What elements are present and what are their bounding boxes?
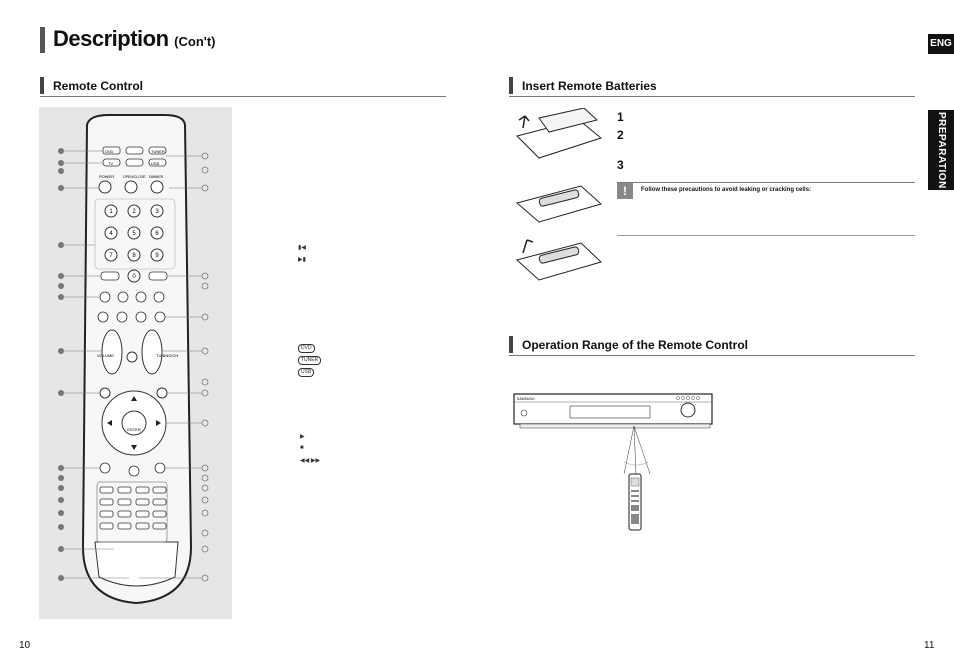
page-number-left: 10	[19, 640, 31, 651]
title-accent-bar	[40, 27, 45, 53]
section-accent-bar	[509, 336, 513, 353]
legend-usb-aux-icon: USB	[298, 368, 316, 377]
remote-label-power: POWER	[99, 174, 114, 179]
legend-dvd-icon: DVD	[298, 344, 317, 353]
precaution-divider-bottom	[617, 235, 915, 236]
section-accent-bar	[40, 77, 44, 94]
section-title-insert-batteries: Insert Remote Batteries	[522, 79, 657, 93]
remote-key-5: 5	[132, 231, 136, 237]
warning-icon: !	[617, 183, 633, 199]
remote-key-7: 7	[109, 253, 113, 259]
section-divider	[509, 96, 915, 97]
remote-key-tuner: TUNER	[151, 149, 165, 154]
legend-search-icon: ◀◀ ▶▶	[300, 458, 321, 464]
section-title-operation-range: Operation Range of the Remote Control	[522, 338, 749, 352]
remote-key-dvd: DVD	[105, 149, 114, 154]
operation-range-illustration: SAMSUNG	[513, 393, 713, 531]
section-divider	[40, 96, 446, 97]
legend-play-pause-icon: ▶	[300, 434, 305, 440]
legend-skip-forward-icon: ▶▮	[298, 257, 306, 263]
section-divider	[509, 355, 915, 356]
page-number-right: 11	[924, 640, 935, 651]
section-title-remote-control: Remote Control	[53, 79, 143, 93]
preparation-tab: PREPARATION	[928, 110, 954, 190]
precaution-divider-top	[617, 182, 915, 183]
remote-label-open-close: OPEN/CLOSE	[123, 175, 146, 179]
remote-key-tv: TV	[108, 161, 113, 166]
battery-illustration	[515, 108, 603, 281]
remote-key-9: 9	[155, 253, 159, 259]
legend-skip-icon: ▮◀	[298, 245, 306, 251]
remote-key-6: 6	[155, 231, 159, 237]
remote-key-1: 1	[109, 209, 113, 215]
remote-key-4: 4	[109, 231, 113, 237]
player-brand: SAMSUNG	[517, 397, 535, 401]
remote-label-enter: ENTER	[127, 427, 141, 432]
remote-control-panel: DVD TUNER TV USB POWER OPEN/CLOSE DIMMER…	[39, 107, 232, 619]
remote-key-usb: USB	[151, 161, 160, 166]
remote-label-volume: VOLUME	[97, 353, 114, 358]
page-title: Description (Con't)	[53, 26, 216, 51]
battery-step-2: 2	[617, 128, 624, 142]
remote-label-dimmer: DIMMER	[149, 175, 164, 179]
remote-label-tuning: TUNING/CH	[156, 353, 178, 358]
remote-key-0: 0	[132, 274, 136, 280]
remote-key-2: 2	[132, 209, 136, 215]
legend-stop-icon: ■	[300, 445, 304, 451]
section-accent-bar	[509, 77, 513, 94]
language-tab: ENG	[928, 34, 954, 54]
legend-tuner-icon: TUNER	[298, 356, 323, 365]
remote-control-illustration: DVD TUNER TV USB POWER OPEN/CLOSE DIMMER…	[58, 114, 209, 605]
remote-key-8: 8	[132, 253, 136, 259]
remote-key-3: 3	[155, 209, 159, 215]
precaution-text: Follow these precautions to avoid leakin…	[641, 187, 812, 193]
battery-step-1: 1	[617, 110, 624, 124]
battery-step-3: 3	[617, 158, 624, 172]
